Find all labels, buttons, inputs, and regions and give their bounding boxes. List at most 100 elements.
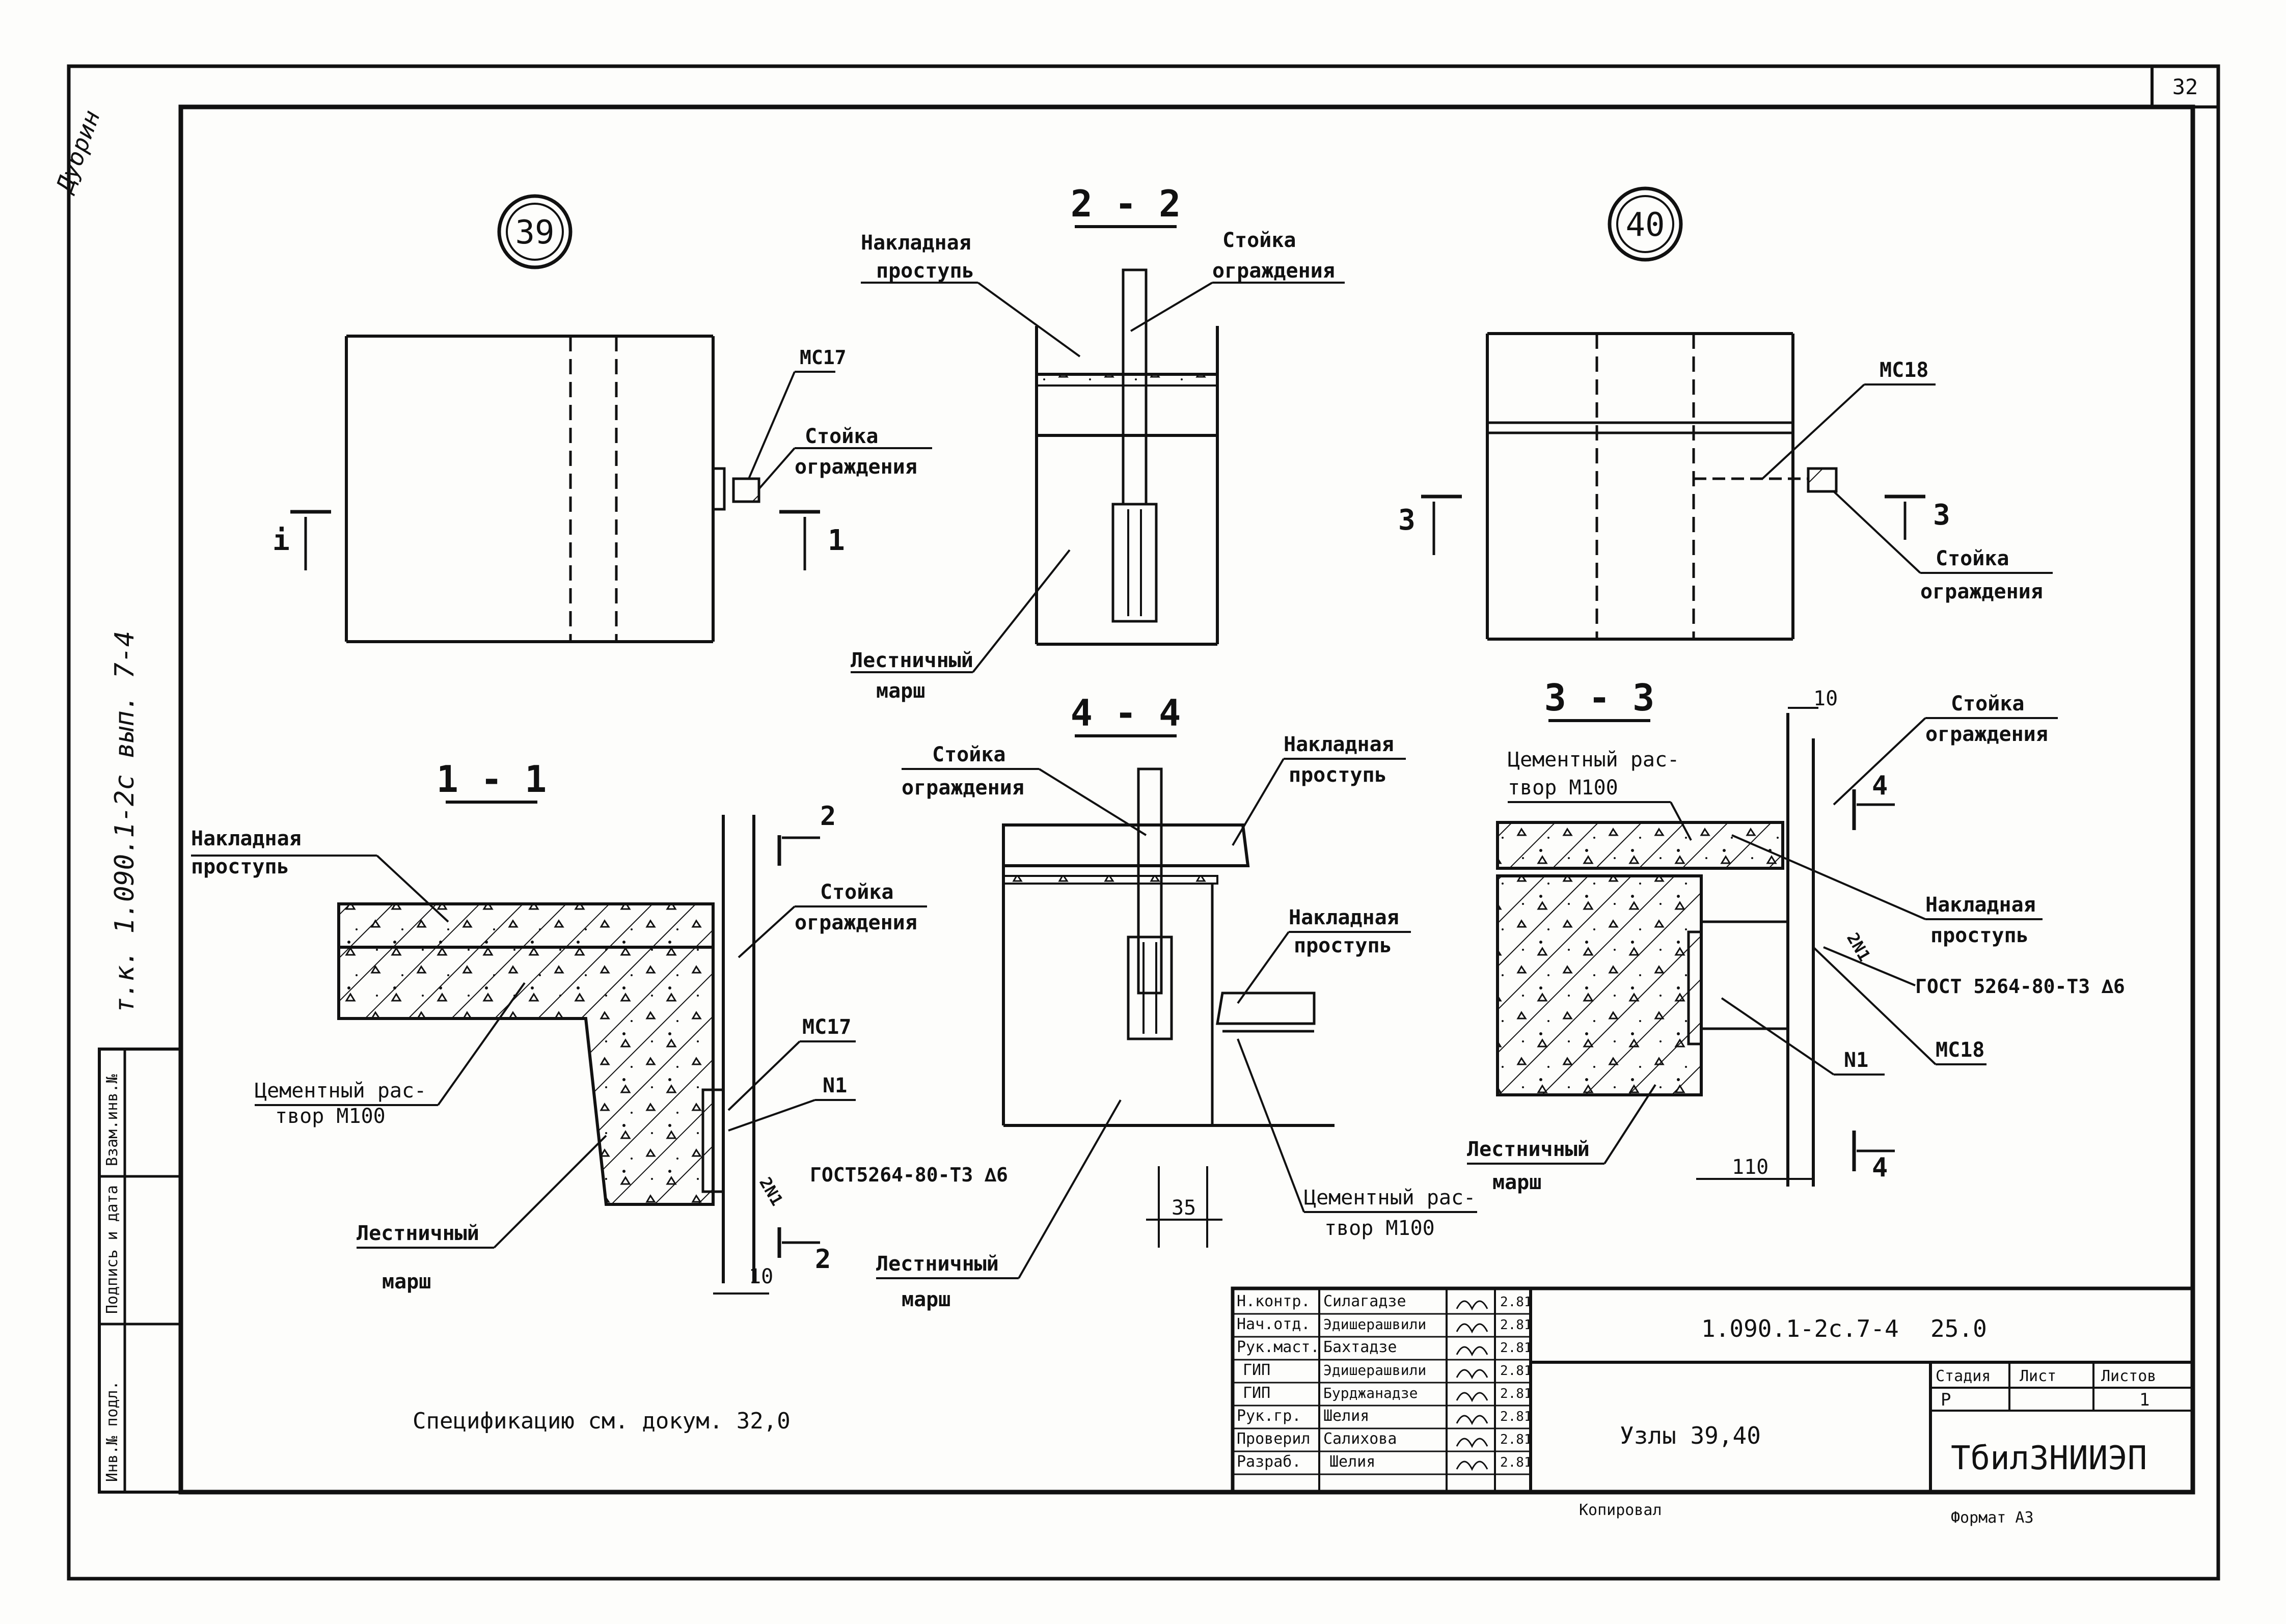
tb-role-1: Нач.отд. bbox=[1237, 1315, 1311, 1333]
callout-40: 40 bbox=[1625, 206, 1665, 244]
node-39-plan: 39 МС17 Стойка ограждения i 1 bbox=[273, 194, 932, 643]
tb-name-2: Бахтадзе bbox=[1323, 1338, 1397, 1356]
tb-role-4: ГИП bbox=[1243, 1384, 1270, 1402]
cut-2-bottom: 2 bbox=[815, 1244, 831, 1275]
section-3-3-title: 3 - 3 bbox=[1544, 676, 1655, 719]
side-stamp: Взам.инв.№ Подпись и дата Инв.№ подл. bbox=[98, 1048, 182, 1494]
label-tread2-44a: проступь bbox=[1289, 763, 1387, 787]
inner-frame bbox=[178, 104, 2195, 1495]
tb-name-3: Эдишерашвили bbox=[1323, 1362, 1426, 1379]
label-mortar2-11: твор М100 bbox=[275, 1105, 386, 1128]
section-3-3: 3 - 3 10 110 Цементный рас- твор М100 Ст… bbox=[1467, 676, 2125, 1194]
callout-39-circle bbox=[497, 194, 573, 269]
outer-frame bbox=[67, 64, 2220, 1581]
label-mortar2-33: твор М100 bbox=[1508, 776, 1618, 800]
cut-4-top: 4 bbox=[1872, 770, 1888, 801]
tb-name-0: Силагадзе bbox=[1323, 1292, 1406, 1310]
label-tread-33: Накладная bbox=[1925, 893, 2036, 917]
section-1-1-title: 1 - 1 bbox=[437, 758, 547, 801]
format-note: Формат А3 bbox=[1951, 1509, 2034, 1527]
tb-role-2: Рук.маст. bbox=[1237, 1338, 1320, 1356]
label-gost-11: ГОСТ5264-80-Т3 ∆6 bbox=[810, 1164, 1008, 1186]
label-gost-33: ГОСТ 5264-80-Т3 ∆6 bbox=[1915, 975, 2125, 998]
label-mortar2-44: твор М100 bbox=[1324, 1217, 1435, 1240]
section-2-2-title: 2 - 2 bbox=[1071, 182, 1181, 225]
label-tread2-11: проступь bbox=[191, 855, 289, 878]
label-tread-22: Накладная bbox=[861, 231, 971, 255]
tb-role-5: Рук.гр. bbox=[1237, 1407, 1301, 1425]
margin-note-side: т.к. 1.090.1-2с вып. 7-4 bbox=[110, 631, 140, 1013]
page-number: 32 bbox=[2172, 74, 2198, 99]
label-post-44: Стойка bbox=[932, 743, 1006, 766]
label-post-22: Стойка bbox=[1222, 229, 1296, 252]
label-stair2-22: марш bbox=[876, 679, 925, 703]
section-1-1: 1 - 1 Накладная проступь Стойка огражден… bbox=[191, 758, 1008, 1295]
label-stair2-11: марш bbox=[382, 1270, 431, 1293]
label-post2-11: ограждения bbox=[795, 911, 917, 934]
label-2n1-11: 2N1 bbox=[755, 1174, 787, 1209]
label-2n1-33: 2N1 bbox=[1843, 929, 1874, 965]
dim-10-33: 10 bbox=[1813, 687, 1838, 710]
tb-date-2: 2.81 bbox=[1500, 1340, 1532, 1356]
tb-date-6: 2.81 bbox=[1500, 1432, 1532, 1447]
signature-scribbles bbox=[1456, 1300, 1488, 1471]
tb-sheets-header: Листов bbox=[2101, 1367, 2156, 1385]
label-post2-39: ограждения bbox=[795, 455, 917, 479]
tb-stage-header: Стадия bbox=[1936, 1367, 1991, 1385]
label-post-39: Стойка bbox=[805, 425, 879, 448]
tb-sheets: 1 bbox=[2139, 1390, 2149, 1410]
tb-date-0: 2.81 bbox=[1500, 1295, 1532, 1310]
label-tread-44a: Накладная bbox=[1284, 733, 1394, 756]
label-post2-44: ограждения bbox=[902, 776, 1024, 800]
label-post2-40: ограждения bbox=[1920, 580, 2043, 603]
label-mortar-44: Цементный рас- bbox=[1304, 1186, 1476, 1209]
label-tread-11: Накладная bbox=[191, 827, 302, 850]
label-tread2-33: проступь bbox=[1930, 924, 2029, 947]
tb-date-7: 2.81 bbox=[1500, 1455, 1532, 1470]
spec-note: Спецификацию см. докум. 32,0 bbox=[413, 1408, 791, 1434]
label-stair-44: Лестничный bbox=[876, 1252, 999, 1276]
label-post2-22: ограждения bbox=[1212, 259, 1335, 283]
cut-1-right: 1 bbox=[828, 524, 845, 557]
tb-stage: Р bbox=[1941, 1390, 1951, 1410]
label-n1-11: N1 bbox=[823, 1074, 847, 1097]
tb-date-3: 2.81 bbox=[1500, 1363, 1532, 1379]
tb-date-4: 2.81 bbox=[1500, 1386, 1532, 1401]
stamp-inv: Инв.№ подл. bbox=[103, 1381, 121, 1482]
label-tread-44b: Накладная bbox=[1289, 906, 1399, 929]
title-block: Н.контр. Силагадзе 2.81 Нач.отд. Эдишера… bbox=[1231, 1286, 2195, 1494]
tb-sheet-header: Лист bbox=[2020, 1367, 2056, 1385]
tb-org: ТбилЗНИИЭП bbox=[1951, 1440, 2147, 1477]
tb-doc-code: 1.090.1-2с.7-4 bbox=[1701, 1315, 1899, 1342]
label-stair-22: Лестничный bbox=[851, 649, 973, 672]
tb-role-0: Н.контр. bbox=[1237, 1292, 1311, 1310]
stamp-sign: Подпись и дата bbox=[103, 1185, 121, 1314]
cut-1-left: i bbox=[273, 524, 290, 557]
dim-35: 35 bbox=[1172, 1196, 1196, 1220]
label-post-11: Стойка bbox=[820, 880, 894, 904]
tb-doc-num: 25.0 bbox=[1930, 1315, 1987, 1342]
tb-role-6: Проверил bbox=[1237, 1430, 1311, 1448]
margin-note-top: Дубрин bbox=[50, 106, 105, 197]
tb-name-5: Шелия bbox=[1323, 1407, 1369, 1425]
dim-10-11: 10 bbox=[749, 1265, 773, 1288]
tb-role-7: Разраб. bbox=[1237, 1453, 1301, 1471]
label-mc18-33: МС18 bbox=[1936, 1038, 1984, 1062]
label-mc17-top: МС17 bbox=[800, 346, 847, 369]
label-mc17-11: МС17 bbox=[802, 1015, 851, 1039]
tb-name-4: Бурджанадзе bbox=[1323, 1385, 1418, 1401]
tb-date-1: 2.81 bbox=[1500, 1317, 1532, 1333]
cut-3-right: 3 bbox=[1933, 499, 1950, 532]
tb-title: Узлы 39,40 bbox=[1620, 1422, 1761, 1449]
label-n1-33: N1 bbox=[1844, 1049, 1868, 1072]
label-stair2-44: марш bbox=[902, 1288, 950, 1311]
callout-39: 39 bbox=[515, 214, 554, 252]
label-mortar-11: Цементный рас- bbox=[255, 1079, 426, 1103]
section-2-2: 2 - 2 Накладная проступь Стойка огражден… bbox=[851, 182, 1345, 703]
tb-name-6: Салихова bbox=[1323, 1430, 1397, 1448]
cut-3-left: 3 bbox=[1398, 504, 1416, 537]
section-4-4: 4 - 4 35 Стойка ограждения Накладная про… bbox=[876, 692, 1477, 1311]
label-mortar-33: Цементный рас- bbox=[1508, 748, 1679, 772]
callout-40-circle bbox=[1608, 186, 1683, 262]
